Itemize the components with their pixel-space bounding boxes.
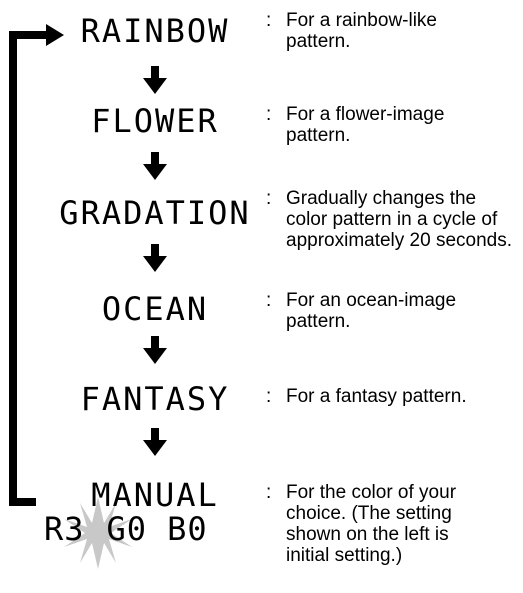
desc-fantasy: : For a fantasy pattern. [266,386,467,407]
setting-b: B0 [167,510,208,548]
desc-gradation: : Gradually changes the color pattern in… [266,188,513,251]
down-arrow-icon [143,66,167,94]
manual-setting: R3 G0 B0 [44,512,264,546]
mode-rainbow: RAINBOW [80,12,230,50]
down-arrow-icon [143,152,167,180]
loop-arrowhead [46,24,64,46]
down-arrow-icon [143,244,167,272]
setting-g: G0 [106,510,148,548]
desc-ocean: : For an ocean-image pattern. [266,290,457,332]
down-arrow-icon [143,336,167,364]
mode-fantasy: FANTASY [80,380,230,418]
mode-ocean: OCEAN [101,290,209,328]
desc-flower: : For a flower-image pattern. [266,104,445,146]
down-arrow-icon [143,428,167,456]
desc-manual: : For the color of your choice. (The set… [266,482,457,566]
mode-flower: FLOWER [91,102,219,140]
blink-burst-icon [64,497,132,569]
mode-gradation: GRADATION [59,194,251,232]
setting-r: R3 [44,510,85,548]
mode-manual: MANUAL [91,476,219,514]
desc-rainbow: : For a rainbow-like pattern. [266,10,437,52]
